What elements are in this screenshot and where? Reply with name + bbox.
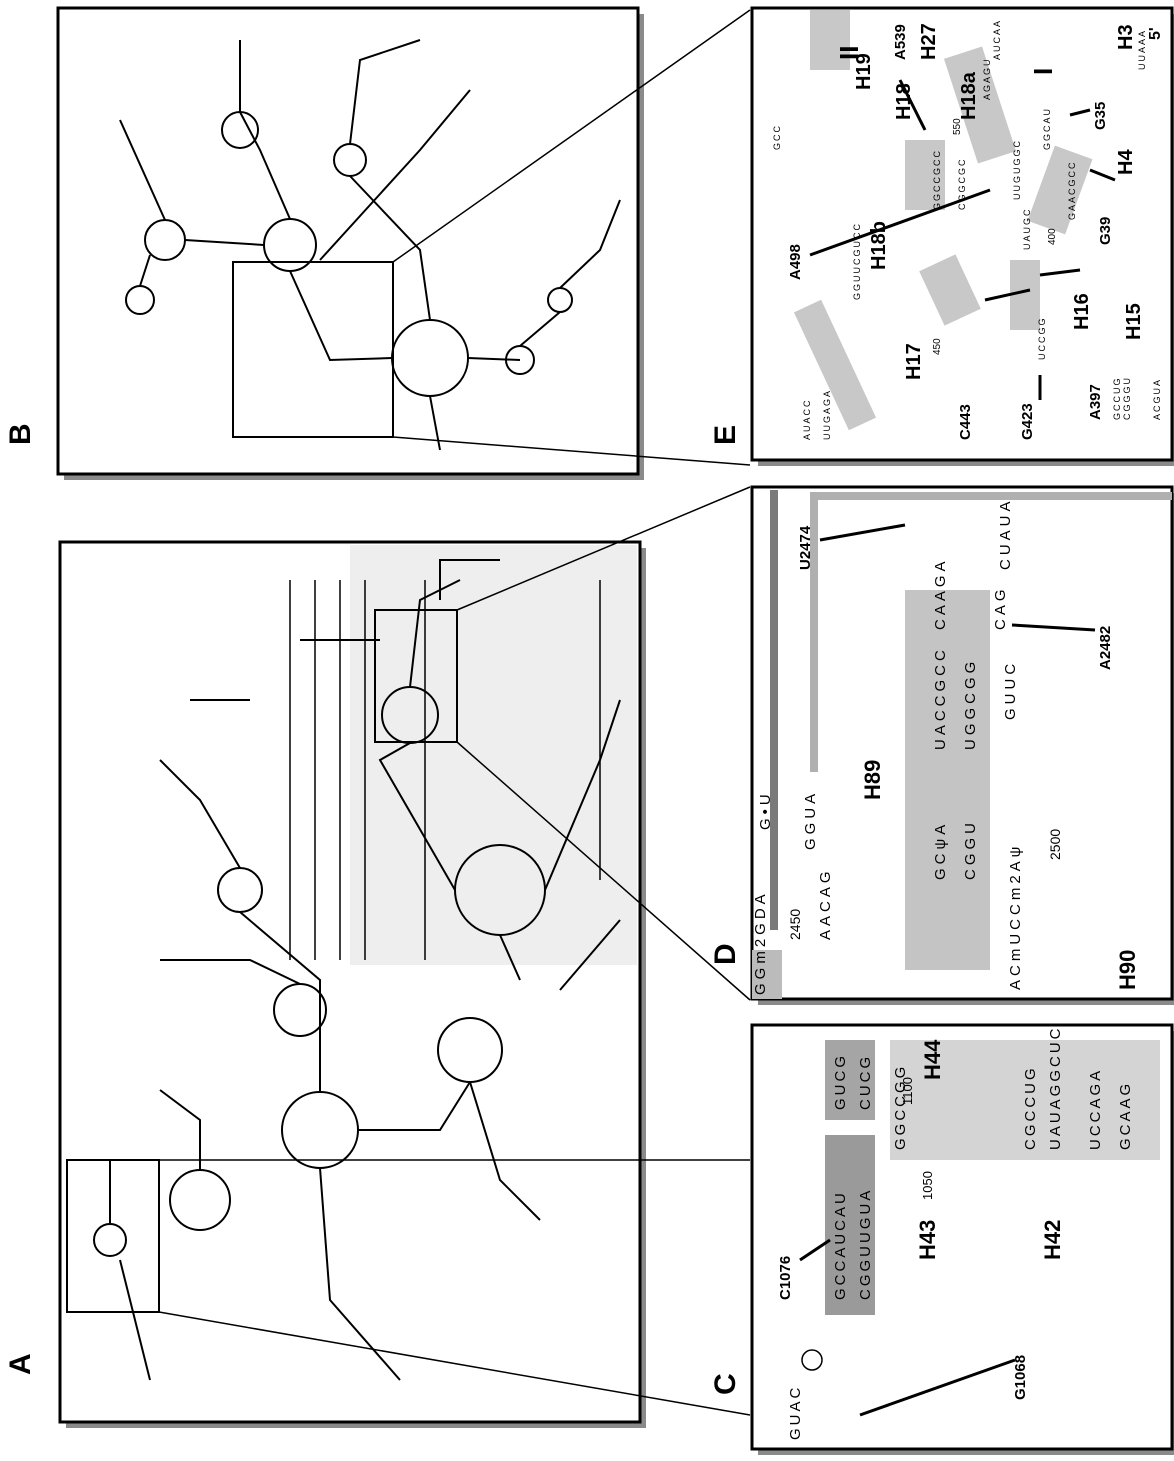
- seq-e-13: GGCCGCC: [932, 149, 942, 210]
- annot-C1076: C1076: [777, 1256, 794, 1300]
- seq-d-1: UGGCGG: [962, 658, 979, 750]
- seq-c-9: GUAC: [787, 1385, 804, 1440]
- seq-d-4: CAAGA: [932, 557, 949, 630]
- seq-e-5: GCCUG: [1112, 377, 1122, 421]
- seq-d-0: UACCGCC: [932, 646, 949, 750]
- seq-d-12: ACmUCCm2Aψ: [1007, 843, 1024, 990]
- label-H89: H89: [860, 760, 885, 800]
- label-H3: H3: [1115, 24, 1137, 50]
- label-H42: H42: [1040, 1220, 1065, 1260]
- seq-d-6: CUAUA: [997, 497, 1014, 570]
- five-prime: 5': [1147, 27, 1164, 40]
- seq-e-9: GGCAU: [1042, 107, 1052, 150]
- seq-c-8: GCAAG: [1117, 1081, 1134, 1150]
- seq-c-1: CGGUUGUA: [857, 1188, 874, 1300]
- annot-C443: C443: [957, 404, 974, 440]
- annot-G39: G39: [1097, 217, 1114, 245]
- panel-d: H89 H90 U2474 A2482 2450 2500 UACCGCC UG…: [752, 487, 1174, 1005]
- seq-e-0: GCC: [772, 124, 782, 150]
- panel-label-d: D: [709, 943, 742, 965]
- num-1050: 1050: [920, 1171, 935, 1200]
- roman-I: I: [1028, 68, 1058, 75]
- seq-c-0: GCCAUCAU: [832, 1190, 849, 1300]
- label-H17: H17: [903, 343, 925, 380]
- panel-label-b: B: [4, 423, 37, 445]
- seq-d-10: GGm2GDA: [752, 890, 769, 995]
- panel-label-a: A: [4, 1353, 37, 1375]
- seq-d-7: GUUC: [1002, 660, 1019, 720]
- panel-b: [58, 8, 644, 480]
- label-H90: H90: [1115, 950, 1140, 990]
- seq-c-3: CUCG: [857, 1054, 874, 1110]
- label-H44: H44: [920, 1039, 945, 1080]
- seq-e-6: CGGGU: [1122, 376, 1132, 420]
- seq-d-8: G•U: [757, 790, 774, 830]
- panel-c: H42 H43 H44 C1076 G1068 1050 1100 GCCAUC…: [752, 1025, 1174, 1455]
- num-550: 550: [952, 118, 963, 135]
- seq-d-3: GCψA: [932, 821, 949, 880]
- label-H15: H15: [1123, 303, 1145, 340]
- seq-e-2: UUGAGA: [822, 389, 832, 440]
- annot-A498: A498: [787, 244, 804, 280]
- roman-II: II: [834, 46, 864, 60]
- annot-G423: G423: [1019, 403, 1036, 440]
- label-H4: H4: [1115, 149, 1137, 175]
- seq-d-5: CAG: [992, 585, 1009, 630]
- annot-A2482: A2482: [1097, 626, 1114, 670]
- seq-e-11: UUAAA: [1137, 29, 1147, 70]
- seq-e-16: UUGUGGC: [1012, 139, 1022, 200]
- num-450: 450: [932, 338, 943, 355]
- annot-U2474: U2474: [797, 525, 814, 570]
- seq-e-1: AUACC: [802, 398, 812, 440]
- seq-c-2: GUCG: [832, 1053, 849, 1110]
- annot-A539: A539: [892, 24, 909, 60]
- seq-e-7: ACGUA: [1152, 378, 1162, 420]
- label-H43: H43: [915, 1220, 940, 1260]
- seq-c-7: UCCAGA: [1087, 1068, 1104, 1150]
- seq-e-15: GAACGCC: [1067, 160, 1077, 220]
- panel-a: [60, 542, 646, 1428]
- panel-e: H3 H4 H15 H16 H17 H18 H18a H18b H19 H27 …: [752, 8, 1174, 466]
- seq-e-8: UAUGC: [1022, 207, 1032, 250]
- seq-e-10: AGAGU: [982, 57, 992, 100]
- num-2450: 2450: [787, 909, 803, 940]
- num-2500: 2500: [1047, 829, 1063, 860]
- num-400: 400: [1047, 228, 1058, 245]
- panel-label-c: C: [709, 1373, 742, 1395]
- label-H16: H16: [1071, 293, 1093, 330]
- seq-d-9: GGUA: [802, 790, 819, 850]
- panel-label-e: E: [709, 425, 742, 445]
- annot-G35: G35: [1092, 102, 1109, 130]
- annot-A397: A397: [1087, 384, 1104, 420]
- seq-c-5: CGCCUG: [1022, 1065, 1039, 1150]
- seq-d-2: CGGU: [962, 819, 979, 880]
- seq-e-3: GGUUCGUCC: [852, 222, 862, 300]
- seq-e-4: UCCGG: [1037, 317, 1047, 361]
- seq-e-14: CGGCGC: [957, 158, 967, 211]
- label-H27: H27: [918, 23, 940, 60]
- label-H18a: H18a: [958, 71, 980, 120]
- seq-e-12: AUCAA: [992, 19, 1002, 60]
- seq-d-11: AACAG: [817, 867, 834, 940]
- seq-c-4: GGCCGG: [892, 1064, 909, 1150]
- seq-c-6: UAUAGGCUC: [1047, 1025, 1064, 1150]
